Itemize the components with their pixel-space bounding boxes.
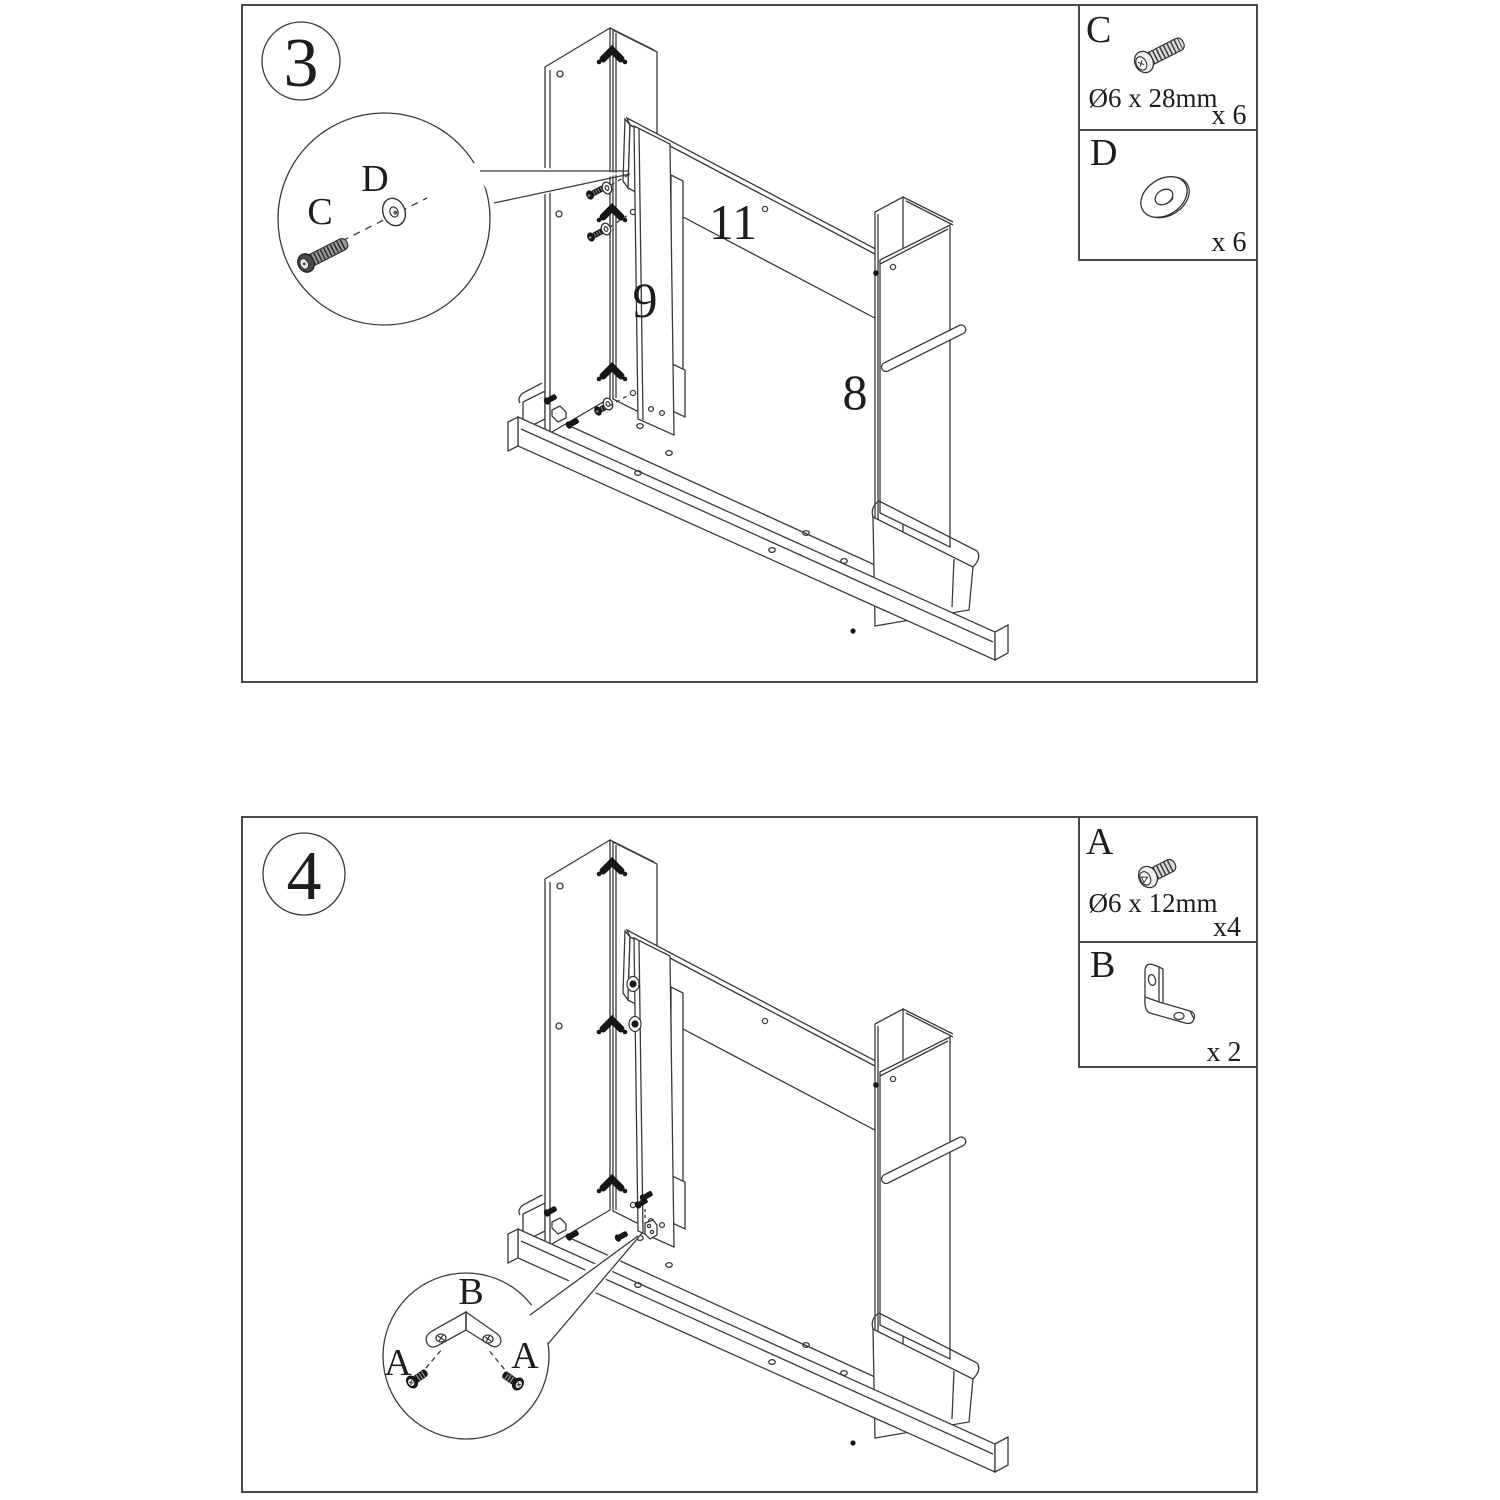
- hardware-letter-c: C: [1086, 9, 1111, 51]
- bracket-b-illustration: [425, 1310, 502, 1348]
- hardware-letter-b: B: [1090, 944, 1115, 986]
- bracket-b-icon: [1144, 963, 1196, 1025]
- flying-screws-and-washers: [585, 174, 629, 417]
- step-number: 3: [284, 25, 319, 102]
- part-label-rail: 11: [709, 194, 757, 250]
- callout-wedge: [526, 1233, 642, 1349]
- panel-border: [241, 4, 1258, 683]
- hardware-box-border: [1078, 4, 1258, 261]
- hardware-size-c: Ø6 x 28mm: [1088, 83, 1217, 113]
- hardware-size-a: Ø6 x 12mm: [1088, 888, 1217, 918]
- washer-d-illustration: [381, 197, 407, 227]
- screw-c-illustration: [297, 237, 349, 273]
- part-label-center-board: 9: [633, 272, 658, 328]
- panel-step-4: 4 B A A: [241, 816, 1258, 1493]
- hardware-qty-c: x 6: [1212, 100, 1247, 131]
- step-number-badge: 4: [262, 832, 346, 916]
- detail-label-washer: D: [361, 158, 388, 200]
- panel-border: [241, 816, 1258, 1493]
- detail-label-screw-right: A: [511, 1335, 539, 1377]
- installed-screws: [626, 975, 654, 1219]
- screw-a-icon: [1137, 858, 1177, 889]
- hardware-letter-a: A: [1086, 821, 1114, 863]
- callout-wedge: [470, 163, 622, 207]
- hardware-box-a-b: A Ø6 x 12mm x4 B x 2: [1078, 816, 1258, 1068]
- step-number-badge: 3: [261, 21, 341, 102]
- screw-c-icon: [1133, 37, 1185, 74]
- detail-circle: D C: [277, 112, 631, 326]
- detail-label-screw: C: [307, 191, 332, 233]
- panel-step-3: 11 9 8 3: [241, 4, 1258, 683]
- hardware-qty-a: x4: [1213, 912, 1241, 943]
- detail-label-bracket: B: [458, 1271, 483, 1313]
- hardware-box-c-d: C Ø6 x 28mm x 6 D x 6: [1078, 4, 1258, 261]
- part-label-pillar: 8: [843, 364, 868, 420]
- detail-circle: B A A: [382, 1231, 644, 1440]
- step-number: 4: [287, 838, 322, 915]
- detail-label-screw-left: A: [384, 1342, 412, 1384]
- hardware-letter-d: D: [1090, 132, 1117, 174]
- hardware-qty-d: x 6: [1212, 227, 1247, 258]
- washer-d-icon: [1140, 176, 1190, 219]
- hardware-qty-b: x 2: [1207, 1037, 1242, 1068]
- bracket-b-installation: [613, 1219, 658, 1243]
